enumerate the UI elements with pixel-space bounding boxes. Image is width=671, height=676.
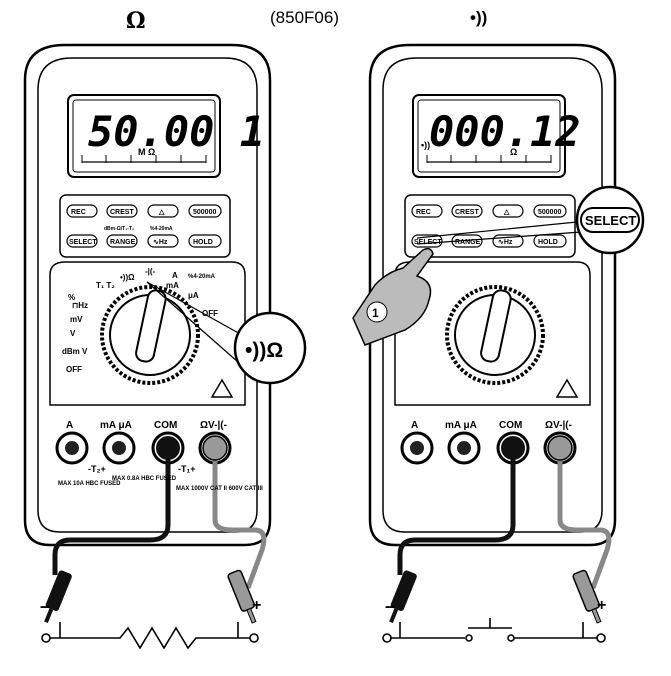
jack-a-label: A [66,420,73,431]
delta-button-label-r: △ [503,209,510,216]
hz-button-label: ∿Hz [153,239,168,246]
right-negative-label: – [385,596,395,616]
delta-button-label: △ [158,209,165,216]
left-positive-label: + [252,597,261,614]
dial-v-label: V [70,329,76,338]
range-digits-button-label: 500000 [193,209,216,216]
step-number: 1 [372,306,379,320]
switch-circuit [382,618,606,643]
jack-ma-label-r: mA μA [445,420,477,431]
dial-hz-label: ⊓Hz [72,301,88,310]
dial-mv-label: mV [70,315,83,324]
hold-button-label-r: HOLD [538,239,558,246]
dial-ua-label: μA [188,291,199,300]
ma-sublabel: %4-20mA [150,226,173,232]
ohms-mode-title: Ω [126,8,146,34]
a-fuse-note: MAX 10A HBC FUSED [58,481,121,487]
dial-ma-label: mA [166,281,179,290]
dial-420-label: %4-20mA [188,274,216,280]
jack-ma-label: mA μA [100,420,132,431]
crest-button-label: CREST [110,209,134,216]
crest-button-label-r: CREST [455,209,479,216]
ohms-callout-circle [233,311,307,385]
left-display-unit: M Ω [138,147,155,157]
jack-a-label-r: A [411,420,418,431]
jack-com-label-r: COM [499,420,522,431]
right-positive-label: + [597,597,606,614]
rec-button-label: REC [71,209,86,216]
left-negative-label: – [40,596,50,616]
t1-label: -T₁+ [178,464,195,474]
ma-fuse-note: MAX 0.8A HBC FUSED [112,476,177,482]
ohms-callout-symbol: •))Ω [245,339,283,362]
jack-v-label: ΩV-|(- [200,420,227,431]
dial-cap-label: -|(- [145,267,156,276]
dial-percent-label: % [68,293,75,302]
voltage-cat-note: MAX 1000V CAT II 600V CAT III [176,486,263,492]
left-display-reading: 50.00 1 [88,107,265,156]
jack-com-label: COM [154,420,177,431]
figure-id: (850F06) [270,8,339,27]
range-button-label-r: RANGE [455,239,481,246]
select-button-label-r: SELECT [414,239,442,246]
range-digits-button-label-r: 500000 [538,209,561,216]
right-display-reading: 000.12 [429,107,581,156]
resistor-circuit [41,622,259,650]
jack-v-label-r: ΩV-|(- [545,420,572,431]
rec-button-label-r: REC [416,209,431,216]
left-multimeter: 50.00 1 M Ω REC CREST △ 500000 SELECT RA… [25,45,307,625]
right-display-unit: Ω [510,147,517,157]
continuity-mode-title: •)) [470,8,488,27]
dial-off-left-label: OFF [66,365,82,374]
hold-button-label: HOLD [193,239,213,246]
dial-off-right-label: OFF [202,309,218,318]
dbm-sublabel: dBm-Ω/T₁-T₂ [104,226,134,232]
hz-button-label-r: ∿Hz [498,239,513,246]
dial-a-label: A [172,271,178,280]
select-callout-label: SELECT [585,213,636,228]
select-button-label: SELECT [69,239,97,246]
right-multimeter: 000.12 •)) Ω REC CREST △ 500000 SELECT R… [352,45,645,625]
dial-ohm-label: •))Ω [120,273,135,282]
range-button-label: RANGE [110,239,136,246]
pressing-hand-icon: 1 [352,247,434,346]
right-display-indicator: •)) [421,140,430,150]
dial-dbmv-label: dBm V [62,347,88,356]
dial-temp-label: T₁ T₂ [96,281,115,290]
t2-label: -T₂+ [88,464,106,474]
